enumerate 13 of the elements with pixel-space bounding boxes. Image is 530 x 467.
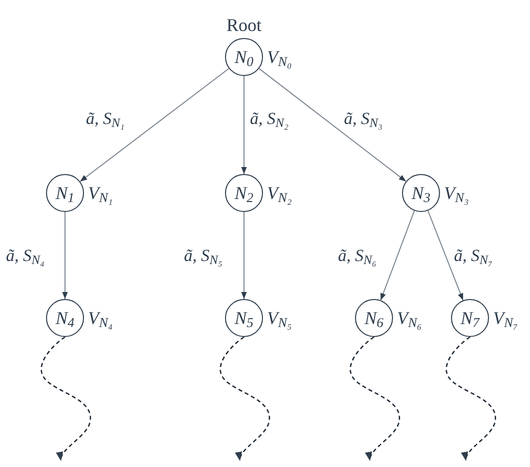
edge-label: ã, S$_{N₇}$ — [454, 247, 492, 264]
dashed-wavy-arrow — [40, 336, 91, 462]
arrow — [427, 210, 464, 301]
arrow — [241, 76, 247, 174]
arrow — [380, 210, 415, 301]
node-heading: Root — [226, 14, 262, 37]
dashed-wavy-arrow — [220, 336, 270, 462]
arrow — [80, 68, 230, 182]
arrow — [62, 212, 68, 300]
dashed-wavy-arrow — [446, 336, 496, 462]
arrow — [258, 68, 406, 182]
arrow — [241, 212, 247, 300]
dashed-wavy-arrow — [350, 336, 400, 462]
